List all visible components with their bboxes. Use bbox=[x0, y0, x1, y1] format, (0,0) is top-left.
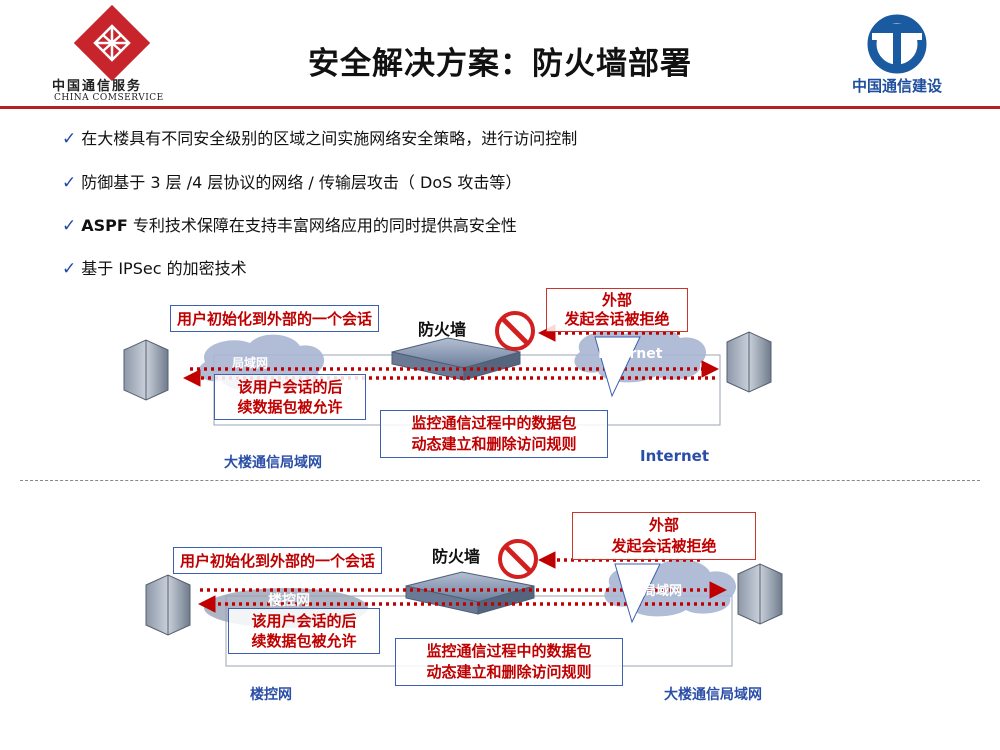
monitor-label: 监控通信过程中的数据包 动态建立和删除访问规则 bbox=[380, 410, 608, 458]
allowed-line-2: 续数据包被允许 bbox=[237, 398, 343, 416]
china-construction-logo-icon bbox=[867, 14, 927, 74]
bullet-strong-text: ASPF bbox=[81, 216, 128, 235]
allowed-label: 该用户会话的后 续数据包被允许 bbox=[228, 608, 380, 654]
denied-line: 发起会话被拒绝 bbox=[564, 310, 670, 328]
section-divider bbox=[20, 480, 980, 481]
deny-sign-icon bbox=[495, 311, 535, 351]
right-network-label: 大楼通信局域网 bbox=[664, 687, 762, 703]
monitor-label: 监控通信过程中的数据包 动态建立和删除访问规则 bbox=[395, 638, 623, 686]
monitor-line-2: 动态建立和删除访问规则 bbox=[411, 435, 577, 453]
brand-left-english: CHINA COMSERVICE bbox=[54, 93, 164, 103]
bullet-text: 在大楼具有不同安全级别的区域之间实施网络安全策略，进行访问控制 bbox=[81, 129, 578, 148]
check-icon: ✓ bbox=[62, 173, 77, 193]
bullet-text: 专利技术保障在支持丰富网络应用的同时提供高安全性 bbox=[127, 216, 517, 235]
monitor-line-1: 监控通信过程中的数据包 bbox=[411, 414, 577, 432]
denied-line: 发起会话被拒绝 bbox=[611, 537, 717, 555]
check-icon: ✓ bbox=[62, 216, 77, 236]
bullet-2: ✓防御基于 3 层 /4 层协议的网络 / 传输层攻击（ DoS 攻击等） bbox=[62, 169, 521, 193]
allowed-line-1: 该用户会话的后 bbox=[237, 378, 343, 396]
external-denied-label: 外部 发起会话被拒绝 bbox=[546, 288, 688, 332]
user-init-label: 用户初始化到外部的一个会话 bbox=[170, 305, 380, 332]
bullet-1: ✓在大楼具有不同安全级别的区域之间实施网络安全策略，进行访问控制 bbox=[62, 125, 577, 149]
external-line: 外部 bbox=[601, 291, 632, 309]
monitor-line-1: 监控通信过程中的数据包 bbox=[426, 642, 592, 660]
internet-cloud-label: Internet bbox=[598, 346, 663, 362]
firewall-label: 防火墙 bbox=[418, 320, 467, 339]
left-server-icon bbox=[145, 574, 191, 636]
header-rule bbox=[0, 106, 1000, 109]
left-cloud-label: 楼控网 bbox=[268, 593, 310, 609]
check-icon: ✓ bbox=[62, 129, 77, 149]
user-init-label: 用户初始化到外部的一个会话 bbox=[173, 547, 383, 574]
brand-left-name: 中国通信服务 bbox=[52, 79, 143, 94]
deny-sign-icon bbox=[498, 539, 538, 579]
bullet-text: 基于 IPSec 的加密技术 bbox=[81, 259, 247, 278]
bullet-text: 防御基于 3 层 /4 层协议的网络 / 传输层攻击（ DoS 攻击等） bbox=[81, 173, 522, 192]
firewall-device-icon bbox=[391, 337, 521, 381]
right-cloud-label: 局域网 bbox=[643, 584, 683, 599]
left-network-label: 大楼通信局域网 bbox=[224, 455, 322, 471]
bullet-4: ✓基于 IPSec 的加密技术 bbox=[62, 255, 247, 279]
allowed-line-2: 续数据包被允许 bbox=[251, 632, 357, 650]
allowed-label: 该用户会话的后 续数据包被允许 bbox=[214, 374, 366, 420]
right-server-icon bbox=[726, 331, 772, 393]
right-server-icon bbox=[737, 563, 783, 625]
external-line: 外部 bbox=[648, 516, 679, 534]
bullet-3: ✓ASPF 专利技术保障在支持丰富网络应用的同时提供高安全性 bbox=[62, 212, 517, 236]
brand-right-name: 中国通信建设 bbox=[852, 77, 943, 95]
check-icon: ✓ bbox=[62, 259, 77, 279]
left-network-label: 楼控网 bbox=[250, 687, 292, 703]
right-network-label: Internet bbox=[640, 447, 710, 465]
external-denied-label: 外部 发起会话被拒绝 bbox=[572, 512, 756, 560]
slide-title: 安全解决方案：防火墙部署 bbox=[308, 46, 692, 82]
lan-cloud-label: 局域网 bbox=[232, 356, 269, 370]
diagram1-graphics bbox=[123, 311, 772, 426]
left-server-icon bbox=[123, 339, 169, 401]
firewall-device-icon bbox=[405, 571, 535, 615]
firewall-label: 防火墙 bbox=[432, 547, 481, 566]
monitor-line-2: 动态建立和删除访问规则 bbox=[426, 663, 592, 681]
allowed-line-1: 该用户会话的后 bbox=[251, 612, 357, 630]
